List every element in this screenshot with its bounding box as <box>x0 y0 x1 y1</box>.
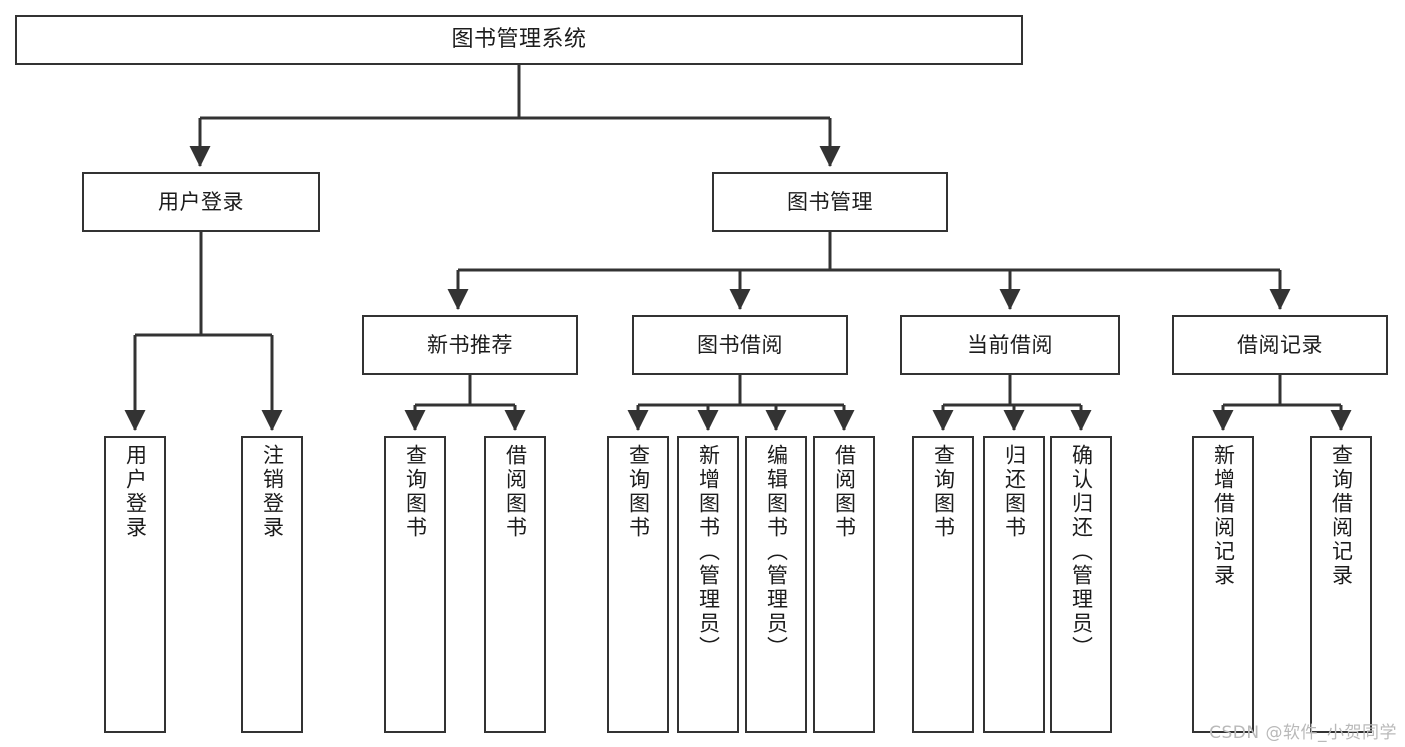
node-user-login[interactable]: 用户登录 <box>82 172 320 232</box>
leaf-borrow-book-new-label: 借阅图书 <box>503 444 528 540</box>
node-user-login-label: 用户登录 <box>158 189 244 214</box>
node-book-management-label: 图书管理 <box>787 189 873 214</box>
leaf-edit-book-admin[interactable]: 编辑图书（管理员） <box>745 436 807 733</box>
node-borrow-records-label: 借阅记录 <box>1237 332 1323 357</box>
edges-group <box>124 65 1352 432</box>
leaf-user-login[interactable]: 用户登录 <box>104 436 166 733</box>
leaf-query-borrow-record[interactable]: 查询借阅记录 <box>1310 436 1372 733</box>
leaf-borrow-book[interactable]: 借阅图书 <box>813 436 875 733</box>
leaf-query-book-new-label: 查询图书 <box>403 444 428 540</box>
leaf-logout[interactable]: 注销登录 <box>241 436 303 733</box>
node-book-borrow[interactable]: 图书借阅 <box>632 315 848 375</box>
leaf-return-book-label: 归还图书 <box>1002 444 1027 540</box>
leaf-query-book-new[interactable]: 查询图书 <box>384 436 446 733</box>
node-current-borrow-label: 当前借阅 <box>967 332 1053 357</box>
node-new-book-recommend[interactable]: 新书推荐 <box>362 315 578 375</box>
leaf-query-book-borrow[interactable]: 查询图书 <box>607 436 669 733</box>
leaf-edit-book-admin-label: 编辑图书（管理员） <box>764 444 789 660</box>
leaf-borrow-book-label: 借阅图书 <box>832 444 857 540</box>
leaf-query-book-current-label: 查询图书 <box>931 444 956 540</box>
node-new-book-recommend-label: 新书推荐 <box>427 332 513 357</box>
node-root[interactable]: 图书管理系统 <box>15 15 1023 65</box>
node-root-label: 图书管理系统 <box>451 27 587 53</box>
leaf-return-book[interactable]: 归还图书 <box>983 436 1045 733</box>
leaf-add-borrow-record-label: 新增借阅记录 <box>1211 444 1236 588</box>
leaf-borrow-book-new[interactable]: 借阅图书 <box>484 436 546 733</box>
node-borrow-records[interactable]: 借阅记录 <box>1172 315 1388 375</box>
leaf-confirm-return-admin[interactable]: 确认归还（管理员） <box>1050 436 1112 733</box>
leaf-query-book-borrow-label: 查询图书 <box>626 444 651 540</box>
leaf-query-borrow-record-label: 查询借阅记录 <box>1329 444 1354 588</box>
node-book-management[interactable]: 图书管理 <box>712 172 948 232</box>
leaf-confirm-return-admin-label: 确认归还（管理员） <box>1069 444 1094 660</box>
node-current-borrow[interactable]: 当前借阅 <box>900 315 1120 375</box>
leaf-add-book-admin[interactable]: 新增图书（管理员） <box>677 436 739 733</box>
leaf-query-book-current[interactable]: 查询图书 <box>912 436 974 733</box>
leaf-logout-label: 注销登录 <box>260 444 285 540</box>
leaf-user-login-label: 用户登录 <box>123 444 148 540</box>
leaf-add-borrow-record[interactable]: 新增借阅记录 <box>1192 436 1254 733</box>
leaf-add-book-admin-label: 新增图书（管理员） <box>696 444 721 660</box>
node-book-borrow-label: 图书借阅 <box>697 332 783 357</box>
watermark: CSDN @软件_小贺同学 <box>1209 723 1397 743</box>
